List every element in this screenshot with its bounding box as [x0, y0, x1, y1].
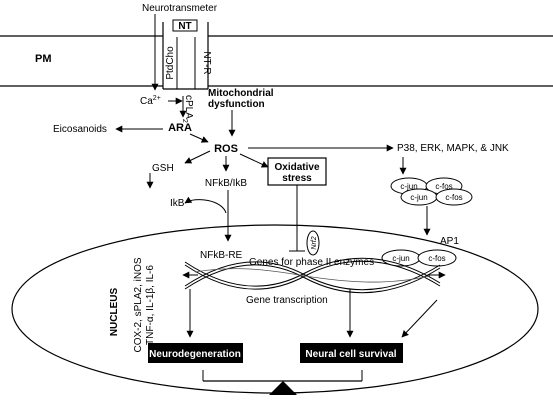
dna-helix — [182, 257, 446, 294]
nfkb-label: NFkB/IkB — [205, 178, 248, 189]
plasma-membrane — [0, 35, 553, 87]
gene-transcription-label: Gene transcription — [246, 295, 328, 306]
nucleus-ellipse — [11, 224, 539, 394]
genes-label-1: COX-2, sPLA2, iNOS — [133, 257, 144, 352]
oxidative-stress-box — [267, 157, 327, 186]
oxidative-stress-label-2: stress — [282, 173, 312, 184]
jun-fos-cluster — [390, 177, 473, 206]
ca-label: Ca2+ — [140, 95, 161, 107]
ap1-cjun: c-jun — [392, 254, 409, 263]
cjun-2: c-jun — [410, 193, 427, 202]
mito-label-2: dysfunction — [208, 99, 265, 110]
ara-label: ARA — [168, 122, 192, 134]
cpla2-label: cPLA2 — [181, 95, 194, 123]
nfkb-re-label: NFkB-RE — [200, 250, 243, 261]
cjun-1: c-jun — [400, 182, 417, 191]
neurodegeneration-label: Neurodegeneration — [149, 349, 241, 360]
nucleus-label: NUCLEUS — [109, 288, 120, 337]
neurodegeneration-box — [148, 343, 243, 363]
mito-label-1: Mitochondrial — [208, 88, 274, 99]
ros-label: ROS — [214, 143, 238, 155]
ap1-cfos: c-fos — [428, 254, 445, 263]
survival-label: Neural cell survival — [305, 349, 396, 360]
pm-label: PM — [35, 53, 52, 65]
kinases-label: P38, ERK, MAPK, & JNK — [397, 143, 509, 154]
ap1-label: AP1 — [440, 236, 459, 247]
cfos-2: c-fos — [445, 193, 462, 202]
ntr-label: NT-R — [201, 51, 212, 74]
nrf2-label: Nrf2 — [311, 236, 318, 249]
eicosanoids-label: Eicosanoids — [53, 124, 107, 135]
receptor — [162, 19, 209, 90]
ptdcho-label: PtdCho — [165, 46, 176, 80]
ikb-label: IkB — [170, 198, 185, 209]
oxidative-stress-label-1: Oxidative — [274, 162, 319, 173]
genes-label-2: TNF-α, IL-1β, IL-6 — [145, 265, 156, 345]
cfos-1: c-fos — [435, 182, 452, 191]
neurotransmitter-label: Neurotransmeter — [142, 3, 218, 14]
gsh-label: GSH — [152, 163, 174, 174]
balance-scale — [202, 370, 363, 395]
nt-label: NT — [178, 21, 191, 32]
genes-phase2-label: Genes for phase II enzymes — [249, 257, 374, 268]
survival-box — [300, 343, 403, 363]
